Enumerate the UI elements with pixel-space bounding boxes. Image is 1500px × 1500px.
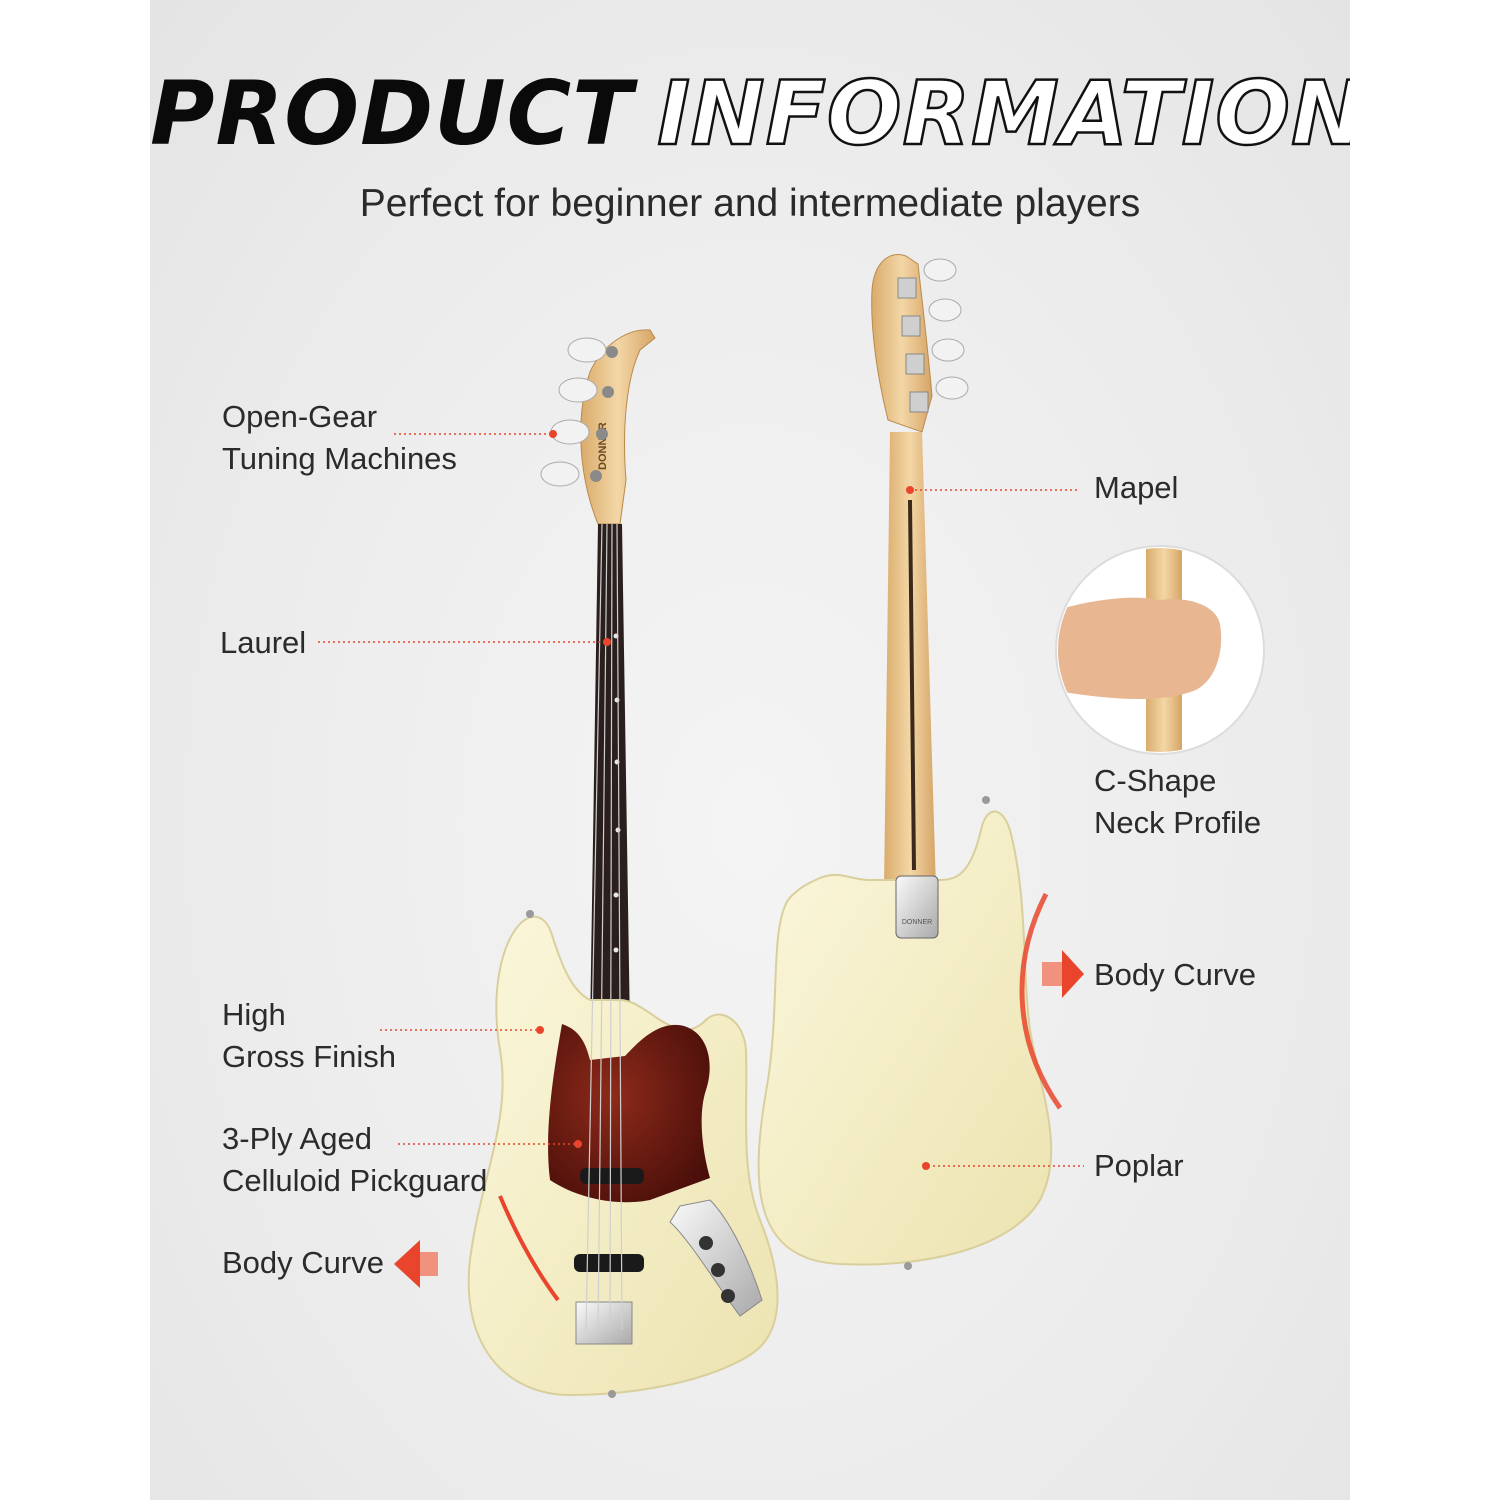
callout-dots bbox=[536, 430, 930, 1170]
bass-illustration: DONNER bbox=[318, 254, 1265, 1398]
label-pickguard: 3-Ply Aged Celluloid Pickguard bbox=[222, 1121, 488, 1198]
front-control-plate bbox=[669, 1199, 763, 1317]
neck-pickup bbox=[580, 1168, 644, 1184]
back-headstock bbox=[871, 254, 933, 433]
subtitle: Perfect for beginner and intermediate pl… bbox=[359, 182, 1141, 225]
front-tuners bbox=[540, 337, 618, 487]
title-outline-word: INFORMATION bbox=[656, 61, 1350, 167]
title-bold-word: PRODUCT bbox=[150, 62, 634, 165]
neck-profile-inset bbox=[1055, 545, 1265, 755]
label-neck-wood: Mapel bbox=[1094, 470, 1179, 505]
neckplate-logo-text: DONNER bbox=[902, 919, 932, 926]
label-tuning-machines: Open-Gear Tuning Machines bbox=[222, 399, 457, 476]
body-curve-arrow-left bbox=[394, 1240, 438, 1288]
front-fretboard bbox=[590, 524, 630, 1030]
label-fretboard-wood: Laurel bbox=[220, 625, 307, 660]
back-bass: DONNER bbox=[757, 254, 1053, 1270]
label-front-body-curve: Body Curve bbox=[222, 1245, 384, 1280]
callout-lines bbox=[318, 433, 1084, 1167]
label-body-wood: Poplar bbox=[1094, 1148, 1184, 1183]
label-back-body-curve: Body Curve bbox=[1094, 957, 1256, 992]
label-neck-profile: C-Shape Neck Profile bbox=[1094, 763, 1262, 840]
front-bridge bbox=[575, 1301, 633, 1345]
back-body bbox=[757, 810, 1053, 1266]
bridge-pickup bbox=[574, 1254, 644, 1272]
back-tuners bbox=[897, 258, 969, 413]
neck-plate bbox=[895, 875, 939, 939]
front-body-curve-mark bbox=[498, 1195, 560, 1302]
front-pickguard bbox=[548, 1024, 710, 1203]
body-curve-arrow-right bbox=[1019, 892, 1084, 1110]
hand-graphic bbox=[1058, 597, 1222, 700]
label-finish: High Gross Finish bbox=[222, 997, 396, 1074]
front-bass: DONNER bbox=[467, 329, 779, 1398]
